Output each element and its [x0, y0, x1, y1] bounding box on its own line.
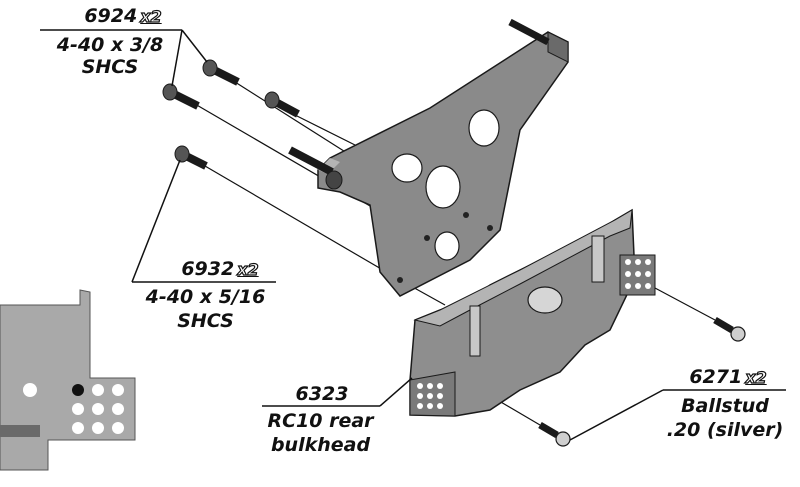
callout-ballstud-line2: .20 (silver) [666, 419, 784, 441]
callout-bulkhead-part-no: 6323 [295, 383, 349, 405]
callout-bulkhead-line1: RC10 rear [267, 410, 374, 432]
callout-shcs-3-8-size: 4-40 x 3/8 [56, 34, 164, 56]
quantity-badge: x2 [745, 367, 768, 387]
ballstud [713, 316, 746, 342]
shcs-screw [264, 91, 300, 118]
mounting-plate [317, 31, 569, 297]
rear-bulkhead [409, 208, 656, 417]
callout-leaders [40, 29, 786, 441]
callout-shcs-5-16-type: SHCS [177, 310, 234, 332]
quantity-badge: x2 [237, 259, 260, 279]
shcs-screw [162, 83, 200, 110]
shcs-screw [202, 59, 240, 86]
shcs-screw [174, 145, 208, 170]
quantity-badge: x2 [140, 6, 163, 26]
callout-ballstud-line1: Ballstud [681, 395, 769, 417]
inset-view [0, 289, 136, 471]
callout-shcs-3-8-type: SHCS [81, 56, 139, 78]
ballstud [538, 421, 571, 447]
callout-bulkhead-line2: bulkhead [270, 434, 371, 456]
standoff-pin [288, 18, 550, 190]
callout-shcs-5-16-size: 4-40 x 5/16 [145, 286, 266, 308]
